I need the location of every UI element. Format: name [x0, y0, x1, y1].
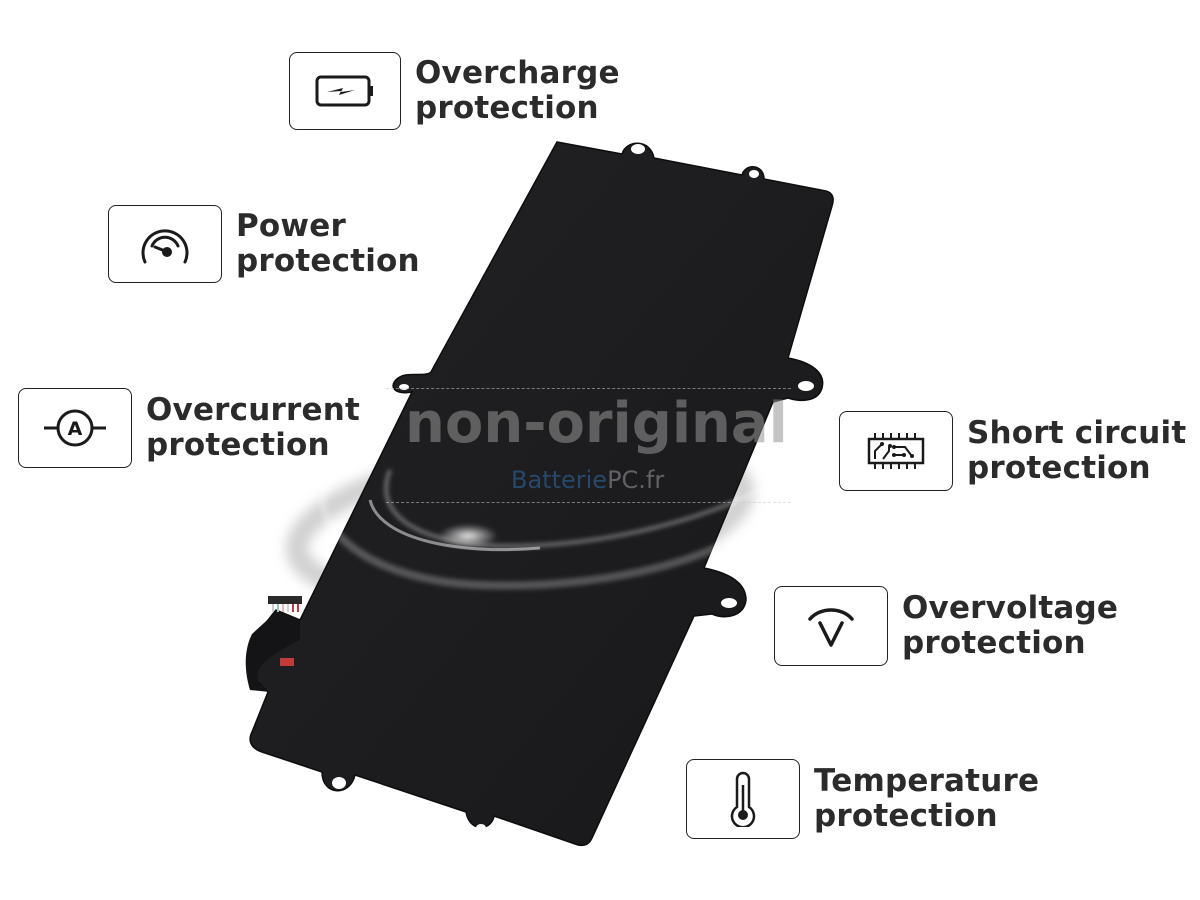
watermark-non-original: non-original — [405, 391, 788, 456]
svg-text:A: A — [68, 418, 83, 440]
watermark-brand-part1: Batterie — [511, 466, 608, 494]
feature-label-line1: Short circuit — [967, 415, 1187, 451]
feature-label-line2: protection — [146, 427, 330, 463]
voltage-icon — [808, 608, 854, 647]
watermark-brand: BatteriePC.fr — [511, 465, 664, 495]
gauge-icon — [141, 229, 189, 264]
ammeter-icon: A — [44, 409, 106, 447]
feature-icon-box — [839, 411, 953, 491]
battery-charging-icon — [315, 75, 373, 107]
feature-temperature: Temperature protection — [686, 759, 1039, 839]
feature-label-line1: Temperature — [814, 763, 1040, 799]
feature-overcurrent: A Overcurrent protection — [18, 388, 360, 468]
feature-overcharge: Overcharge protection — [289, 52, 620, 130]
watermark-frame — [386, 388, 791, 503]
feature-label-line2: protection — [814, 798, 998, 834]
feature-icon-box — [108, 205, 222, 283]
swirl-effect-front — [318, 467, 763, 590]
thermometer-icon — [730, 771, 756, 827]
feature-power: Power protection — [108, 205, 420, 283]
feature-label-line1: Power — [236, 208, 346, 244]
feature-label: Overcharge protection — [415, 56, 620, 126]
feature-label-line2: protection — [902, 625, 1086, 661]
feature-label-line1: Overcurrent — [146, 392, 361, 428]
feature-overvoltage: Overvoltage protection — [774, 586, 1118, 666]
feature-icon-box — [774, 586, 888, 666]
feature-label-line2: protection — [967, 450, 1151, 486]
mounting-holes — [332, 144, 814, 832]
circuit-board-icon — [867, 433, 925, 469]
feature-label: Temperature protection — [814, 764, 1039, 834]
feature-icon-box — [686, 759, 800, 839]
feature-label: Short circuit protection — [967, 416, 1186, 486]
feature-label-line2: protection — [415, 90, 599, 126]
feature-icon-box — [289, 52, 401, 130]
feature-short-circuit: Short circuit protection — [839, 411, 1186, 491]
feature-label: Power protection — [236, 209, 420, 279]
feature-icon-box: A — [18, 388, 132, 468]
battery-connector — [245, 596, 302, 692]
feature-label: Overcurrent protection — [146, 393, 360, 463]
feature-label-line2: protection — [236, 243, 420, 279]
watermark-brand-part2: PC.fr — [607, 466, 665, 494]
feature-label-line1: Overcharge — [415, 55, 620, 91]
feature-label: Overvoltage protection — [902, 591, 1118, 661]
feature-label-line1: Overvoltage — [902, 590, 1119, 626]
